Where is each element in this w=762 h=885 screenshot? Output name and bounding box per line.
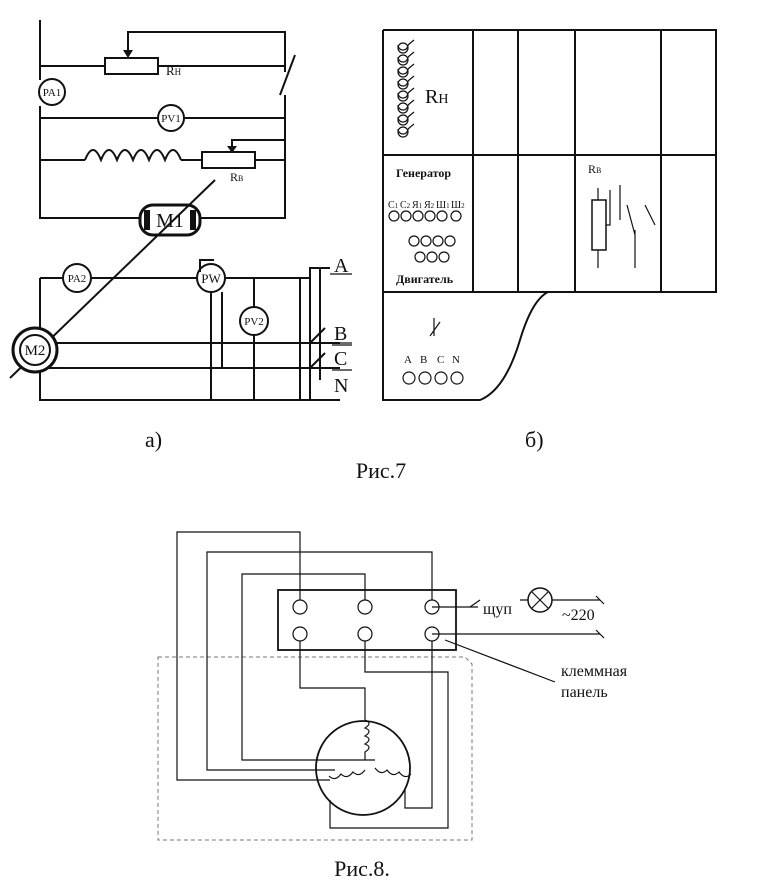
terminal-panel-diagram: щуп ~220 клеммная панель xyxy=(157,531,628,841)
terminal-sh2-label: Ш2 xyxy=(451,200,465,211)
panel-rb-rheostat xyxy=(591,185,656,268)
pw-label: PW xyxy=(201,271,221,286)
motor-housing-outline xyxy=(157,656,473,841)
rb-wiper-arrow xyxy=(227,146,237,153)
phase-b-label: B xyxy=(334,323,347,345)
rb-resistor-label: RB xyxy=(230,170,243,184)
probe-label: щуп xyxy=(483,601,512,618)
voltage-label: ~220 xyxy=(562,607,595,624)
fig8-caption: Рис.8. xyxy=(334,856,390,881)
m1-generator xyxy=(138,203,202,237)
abcn-labels: A B C N xyxy=(404,354,460,366)
terminal-labels: С1 С2 Я1 Я2 Ш1 Ш2 xyxy=(388,200,465,211)
abcn-b-label: B xyxy=(420,354,427,366)
terminal-ya1-label: Я1 xyxy=(412,200,423,211)
pv2-label: PV2 xyxy=(244,316,264,328)
winding-3 xyxy=(328,769,366,780)
motor-stator xyxy=(315,720,411,816)
phase-a-label: A xyxy=(334,255,349,277)
panel-label-line2: панель xyxy=(561,684,608,701)
terminal-ya2-label: Я2 xyxy=(424,200,435,211)
pv1-meter xyxy=(157,104,185,132)
m2-label: M2 xyxy=(25,343,46,359)
rh-wiper-arrow xyxy=(123,50,133,58)
rh-coil-stack xyxy=(397,39,415,138)
phase-n-label: N xyxy=(334,375,348,397)
winding-2 xyxy=(374,767,412,778)
abcn-n-label: N xyxy=(452,354,460,366)
motor-terminals xyxy=(408,235,456,263)
panel-diagram-b: RH Генератор С1 С2 Я1 Я2 Ш1 Ш2 Двигатель… xyxy=(382,29,717,452)
abcn-terminals xyxy=(402,371,464,385)
abcn-a-label: A xyxy=(404,354,412,366)
fig7-caption: Рис.7 xyxy=(356,458,406,483)
abcn-c-label: C xyxy=(437,354,444,366)
supply-switch xyxy=(429,318,441,337)
panel-rh-label: RH xyxy=(425,86,448,108)
panel-label-line1: клеммная xyxy=(561,663,628,680)
pv1-label: PV1 xyxy=(161,113,181,125)
field-coil-winding xyxy=(84,149,182,163)
terminal-sh1-label: Ш1 xyxy=(436,200,450,211)
terminal-c1-label: С1 xyxy=(388,200,399,211)
rh-resistor-label: RH xyxy=(166,63,182,78)
pa1-label: PA1 xyxy=(43,87,62,99)
generator-label: Генератор xyxy=(396,166,451,180)
terminal-c2-label: С2 xyxy=(400,200,411,211)
rh-resistor xyxy=(104,57,159,75)
pa1-meter xyxy=(38,78,66,106)
pa2-label: PA2 xyxy=(68,273,87,285)
subfig-a-label: а) xyxy=(145,427,162,452)
subfig-b-label: б) xyxy=(525,427,544,452)
circuit-diagram-a: RH PA1 PV1 RB M1 PA2 xyxy=(9,20,352,452)
generator-terminals xyxy=(388,210,462,222)
pa2-meter xyxy=(62,263,92,293)
panel-rb-label: RB xyxy=(588,162,601,176)
winding-1 xyxy=(363,719,370,760)
rb-resistor xyxy=(201,151,256,169)
motor-label: Двигатель xyxy=(396,272,454,286)
phase-c-label: C xyxy=(334,348,347,370)
